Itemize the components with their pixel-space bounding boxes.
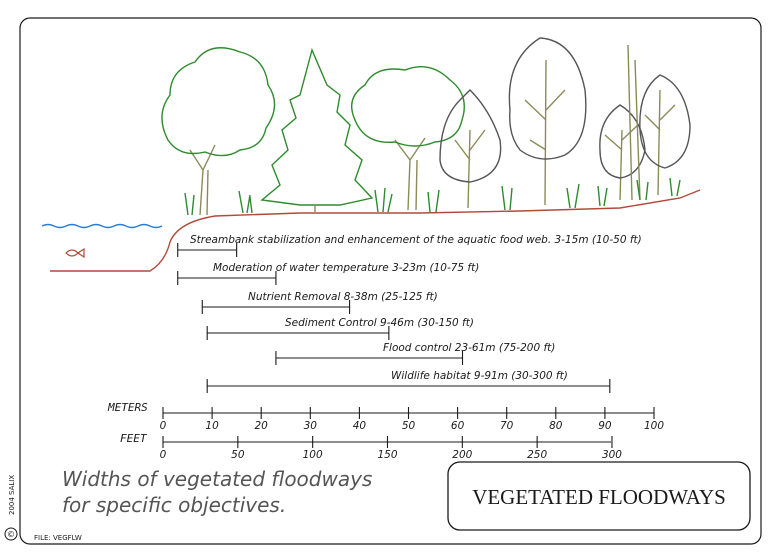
meters-tick-label: 100 (644, 420, 664, 432)
meters-tick-label: 10 (205, 420, 219, 432)
feet-tick-label: 0 (160, 449, 167, 461)
copyright-mark: © (4, 527, 18, 541)
fish-icon (65, 247, 85, 259)
water (41, 223, 163, 229)
year-owner-label: 2004 SALIX (8, 475, 16, 515)
range-bar-label: Sediment Control 9-46m (30-150 ft) (285, 317, 474, 329)
range-bar-label: Flood control 23-61m (75-200 ft) (383, 342, 555, 354)
feet-tick-label: 100 (303, 449, 323, 461)
copyright-symbol: © (7, 530, 15, 539)
feet-axis: FEET 0 50 100 150 200 250 300 (120, 432, 622, 461)
deciduous-tree-icon (161, 47, 276, 216)
range-bar: Streambank stabilization and enhancement… (177, 234, 642, 257)
meters-axis-label: METERS (107, 401, 148, 414)
range-bar: Wildlife habitat 9-91m (30-300 ft) (206, 370, 611, 393)
feet-tick-label: 150 (377, 449, 397, 461)
deciduous-tree-icon (508, 37, 587, 206)
meters-tick-label: 50 (402, 420, 416, 432)
feet-tick-label: 250 (527, 449, 547, 461)
meters-tick-label: 80 (549, 420, 563, 432)
meters-tick-label: 40 (353, 420, 367, 432)
range-bar: Flood control 23-61m (75-200 ft) (275, 342, 555, 365)
meters-tick-label: 60 (451, 420, 465, 432)
stream-bank (50, 189, 701, 272)
range-bar-label: Streambank stabilization and enhancement… (190, 234, 642, 246)
range-bar: Sediment Control 9-46m (30-150 ft) (206, 317, 474, 340)
meters-tick-label: 90 (598, 420, 612, 432)
deciduous-tree-icon (351, 66, 465, 211)
frame-border (19, 17, 762, 545)
title-box (447, 461, 751, 531)
range-bar-label: Moderation of water temperature 3-23m (1… (213, 262, 479, 274)
deciduous-tree-icon (599, 44, 691, 201)
range-bar: Moderation of water temperature 3-23m (1… (177, 262, 479, 285)
feet-tick-label: 50 (231, 449, 245, 461)
meters-tick-label: 20 (255, 420, 269, 432)
caption-line-2: for specific objectives. (62, 493, 286, 517)
riparian-trees (161, 37, 691, 216)
range-bar-label: Nutrient Removal 8-38m (25-125 ft) (248, 291, 438, 303)
meters-tick-label: 70 (500, 420, 514, 432)
meters-tick-label: 30 (304, 420, 318, 432)
range-bar-label: Wildlife habitat 9-91m (30-300 ft) (391, 370, 568, 382)
feet-axis-label: FEET (120, 432, 148, 445)
grass-tufts (184, 177, 681, 216)
feet-tick-label: 300 (602, 449, 622, 461)
conifer-tree-icon (260, 47, 374, 212)
meters-axis: METERS 0 10 20 30 40 50 60 70 80 90 100 (107, 401, 664, 432)
title-text: VEGETATED FLOODWAYS (472, 485, 726, 509)
range-bars: Streambank stabilization and enhancement… (177, 234, 642, 393)
meters-tick-label: 0 (160, 420, 167, 432)
feet-tick-label: 200 (452, 449, 472, 461)
file-label: FILE: VEGFLW (34, 534, 82, 542)
caption-line-1: Widths of vegetated floodways (62, 467, 372, 491)
range-bar: Nutrient Removal 8-38m (25-125 ft) (201, 291, 438, 314)
deciduous-tree-icon (439, 89, 502, 209)
